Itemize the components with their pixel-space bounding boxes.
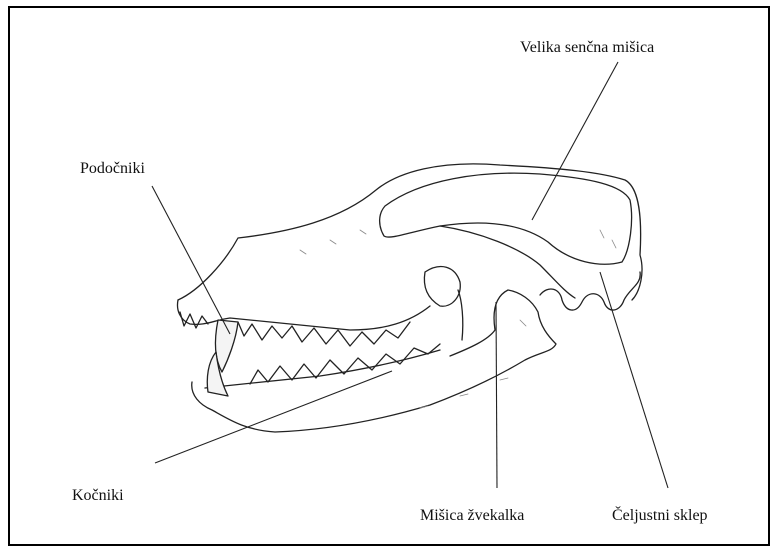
label-masseter: Mišica žvekalka xyxy=(420,508,524,524)
temporal-fossa xyxy=(380,173,632,264)
occipital-condyles xyxy=(540,272,640,310)
cranium-outline xyxy=(178,164,642,300)
mandible-outline xyxy=(192,290,556,432)
label-molars: Kočniki xyxy=(72,488,124,504)
orbit-region xyxy=(424,267,460,307)
leader-tmj xyxy=(600,272,668,488)
coronoid-process xyxy=(458,290,463,340)
maxilla-edge xyxy=(178,300,431,330)
shading-strokes xyxy=(300,230,616,408)
label-canines: Podočniki xyxy=(80,161,145,177)
leader-canines xyxy=(152,186,230,334)
leader-molars xyxy=(155,371,392,463)
upper-teeth xyxy=(238,322,410,346)
label-temporalis: Velika senčna mišica xyxy=(520,40,654,56)
leader-temporalis xyxy=(532,62,618,220)
label-tmj: Čeljustni sklep xyxy=(612,508,708,524)
leader-masseter xyxy=(496,302,497,488)
lower-teeth xyxy=(250,344,440,384)
